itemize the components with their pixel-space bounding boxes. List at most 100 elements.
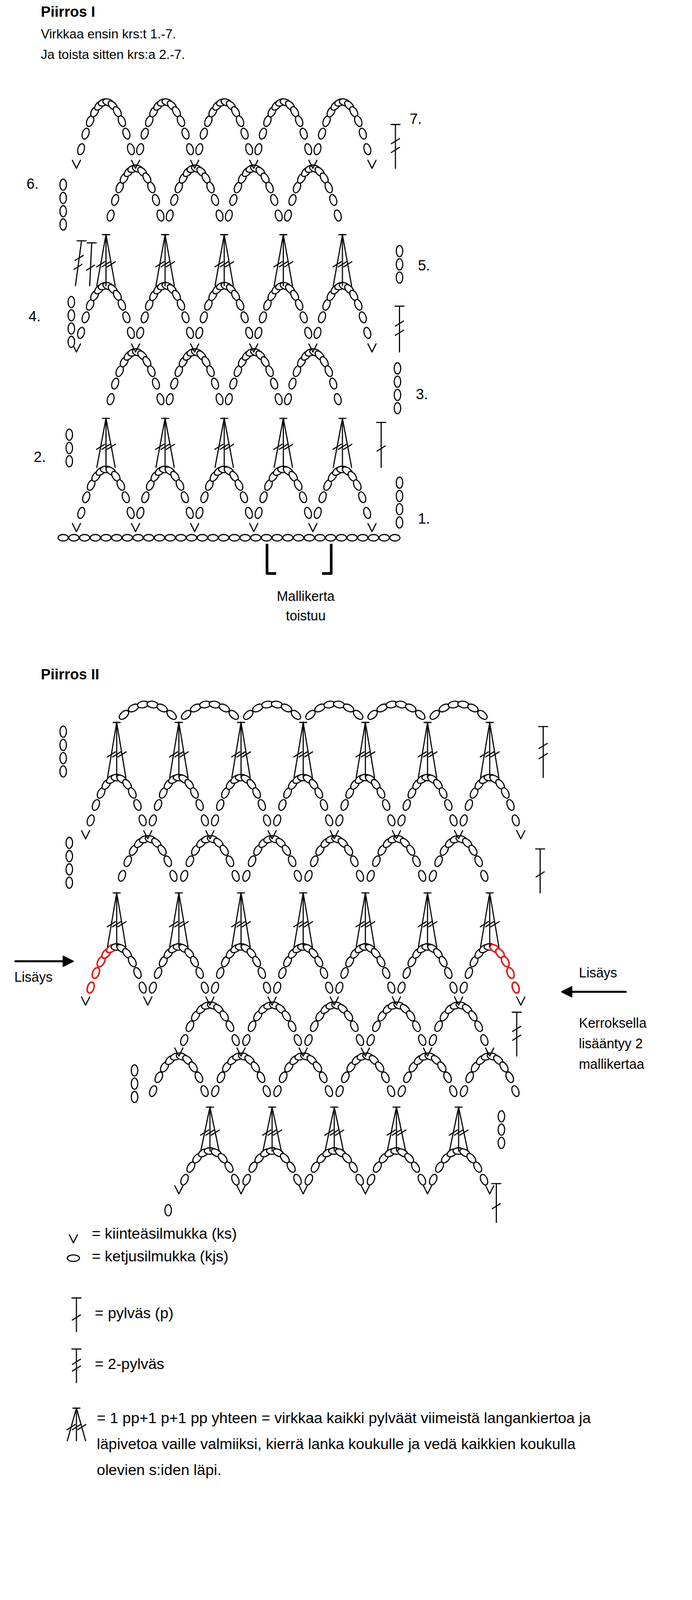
chain-stitch bbox=[325, 534, 336, 541]
chain-stitch bbox=[246, 1019, 258, 1033]
chain-stitch bbox=[122, 534, 133, 541]
chain-stitch bbox=[500, 786, 511, 800]
chain-stitch bbox=[65, 863, 73, 875]
chain-stitch bbox=[396, 245, 403, 257]
chain-stitch bbox=[241, 1033, 251, 1047]
stitch-post bbox=[418, 722, 428, 778]
chain-stitch bbox=[180, 127, 191, 140]
chain-stitch bbox=[357, 127, 368, 140]
chain-stitch bbox=[396, 503, 403, 515]
chain-stitch bbox=[148, 813, 158, 827]
chain-stitch bbox=[205, 364, 216, 378]
chain-stitch bbox=[228, 376, 239, 390]
chain-stitch bbox=[510, 813, 521, 827]
chain-stitch bbox=[394, 375, 401, 388]
stitch-post bbox=[75, 1297, 77, 1332]
stitch-post bbox=[271, 1106, 282, 1151]
chain-stitch bbox=[394, 402, 401, 414]
stitch-post bbox=[164, 417, 166, 468]
cluster-top bbox=[393, 1106, 401, 1108]
chain-stitch bbox=[126, 326, 136, 339]
chain-stitch bbox=[194, 326, 204, 339]
stitch-post bbox=[105, 234, 107, 286]
stitch-post bbox=[75, 240, 82, 286]
chain-stitch bbox=[272, 980, 283, 994]
cluster-top bbox=[102, 417, 110, 419]
chain-stitch bbox=[137, 813, 148, 827]
stitch-tick bbox=[366, 921, 375, 927]
chain-stitch bbox=[504, 1070, 516, 1084]
stitch-tick bbox=[397, 1129, 407, 1135]
cluster-top bbox=[361, 721, 369, 723]
stitch-post bbox=[489, 892, 491, 947]
chain-stitch bbox=[151, 193, 162, 206]
chain-stitch bbox=[437, 786, 449, 800]
stitch-post bbox=[489, 722, 499, 778]
chain-stitch bbox=[224, 1019, 236, 1033]
stitch-post bbox=[427, 892, 437, 947]
single-crochet bbox=[308, 523, 317, 532]
chain-stitch bbox=[342, 843, 355, 857]
chain-stitch bbox=[223, 1160, 235, 1174]
chain-stitch bbox=[135, 326, 145, 339]
stitch-post bbox=[396, 1106, 406, 1151]
chain-stitch bbox=[409, 1160, 422, 1174]
chain-stitch bbox=[65, 442, 73, 454]
stitch-post bbox=[427, 722, 437, 778]
chain-stitch bbox=[294, 114, 305, 128]
chain-stitch bbox=[251, 786, 263, 800]
chain-stitch bbox=[380, 1070, 391, 1084]
chain-stitch bbox=[90, 797, 102, 811]
row-number: 1. bbox=[417, 509, 431, 528]
stitch-tick bbox=[460, 1129, 469, 1135]
row-number: 2. bbox=[33, 448, 46, 466]
stitch-tick bbox=[284, 261, 293, 267]
stitch-post bbox=[76, 1407, 86, 1440]
chain-stitch bbox=[354, 1172, 365, 1186]
stitch-post bbox=[334, 1106, 344, 1151]
stitch-tick bbox=[75, 255, 84, 261]
stitch-post bbox=[271, 1106, 273, 1151]
single-crochet bbox=[423, 1185, 432, 1194]
chain-stitch bbox=[215, 1070, 227, 1084]
single-crochet bbox=[190, 523, 199, 532]
stitch-post bbox=[274, 234, 284, 286]
stitch-tick bbox=[391, 138, 400, 144]
stitch-post bbox=[105, 417, 116, 468]
stitch-post bbox=[542, 726, 544, 777]
single-crochet bbox=[131, 160, 140, 169]
chain-stitch bbox=[164, 534, 176, 541]
legend-text: = 1 pp+1 p+1 pp yhteen = virkkaa kaikki … bbox=[96, 1404, 611, 1483]
arrow-line bbox=[564, 990, 626, 993]
chain-stitch bbox=[185, 142, 195, 156]
stitch-cap bbox=[390, 123, 401, 125]
chain-stitch bbox=[215, 797, 226, 811]
single-crochet bbox=[423, 1047, 432, 1056]
single-crochet bbox=[330, 830, 339, 839]
chain-stitch bbox=[235, 114, 246, 128]
chain-stitch bbox=[146, 364, 157, 378]
stitch-tick bbox=[72, 1365, 81, 1370]
chain-stitch bbox=[283, 392, 293, 405]
chain-stitch bbox=[328, 376, 339, 390]
chain-stitch bbox=[318, 966, 330, 980]
chain-stitch bbox=[416, 1172, 428, 1186]
stitch-post bbox=[75, 1407, 77, 1440]
stitch-post bbox=[116, 892, 126, 947]
figure-heading: Piirros I bbox=[40, 3, 96, 21]
chain-stitch bbox=[76, 142, 86, 156]
chain-stitch bbox=[194, 506, 204, 519]
chain-stitch bbox=[148, 980, 158, 994]
chain-stitch bbox=[272, 813, 283, 827]
chain-stitch bbox=[473, 1019, 484, 1033]
single-crochet bbox=[190, 343, 199, 352]
cluster-top bbox=[72, 1406, 81, 1408]
chain-stitch bbox=[215, 966, 226, 980]
chain-stitch bbox=[497, 1109, 505, 1122]
chain-stitch bbox=[193, 1070, 205, 1084]
stitch-post bbox=[178, 892, 189, 947]
cluster-top bbox=[279, 234, 287, 236]
chain-stitch bbox=[378, 534, 390, 541]
stitch-tick bbox=[74, 264, 83, 270]
chain-stitch bbox=[368, 534, 379, 541]
